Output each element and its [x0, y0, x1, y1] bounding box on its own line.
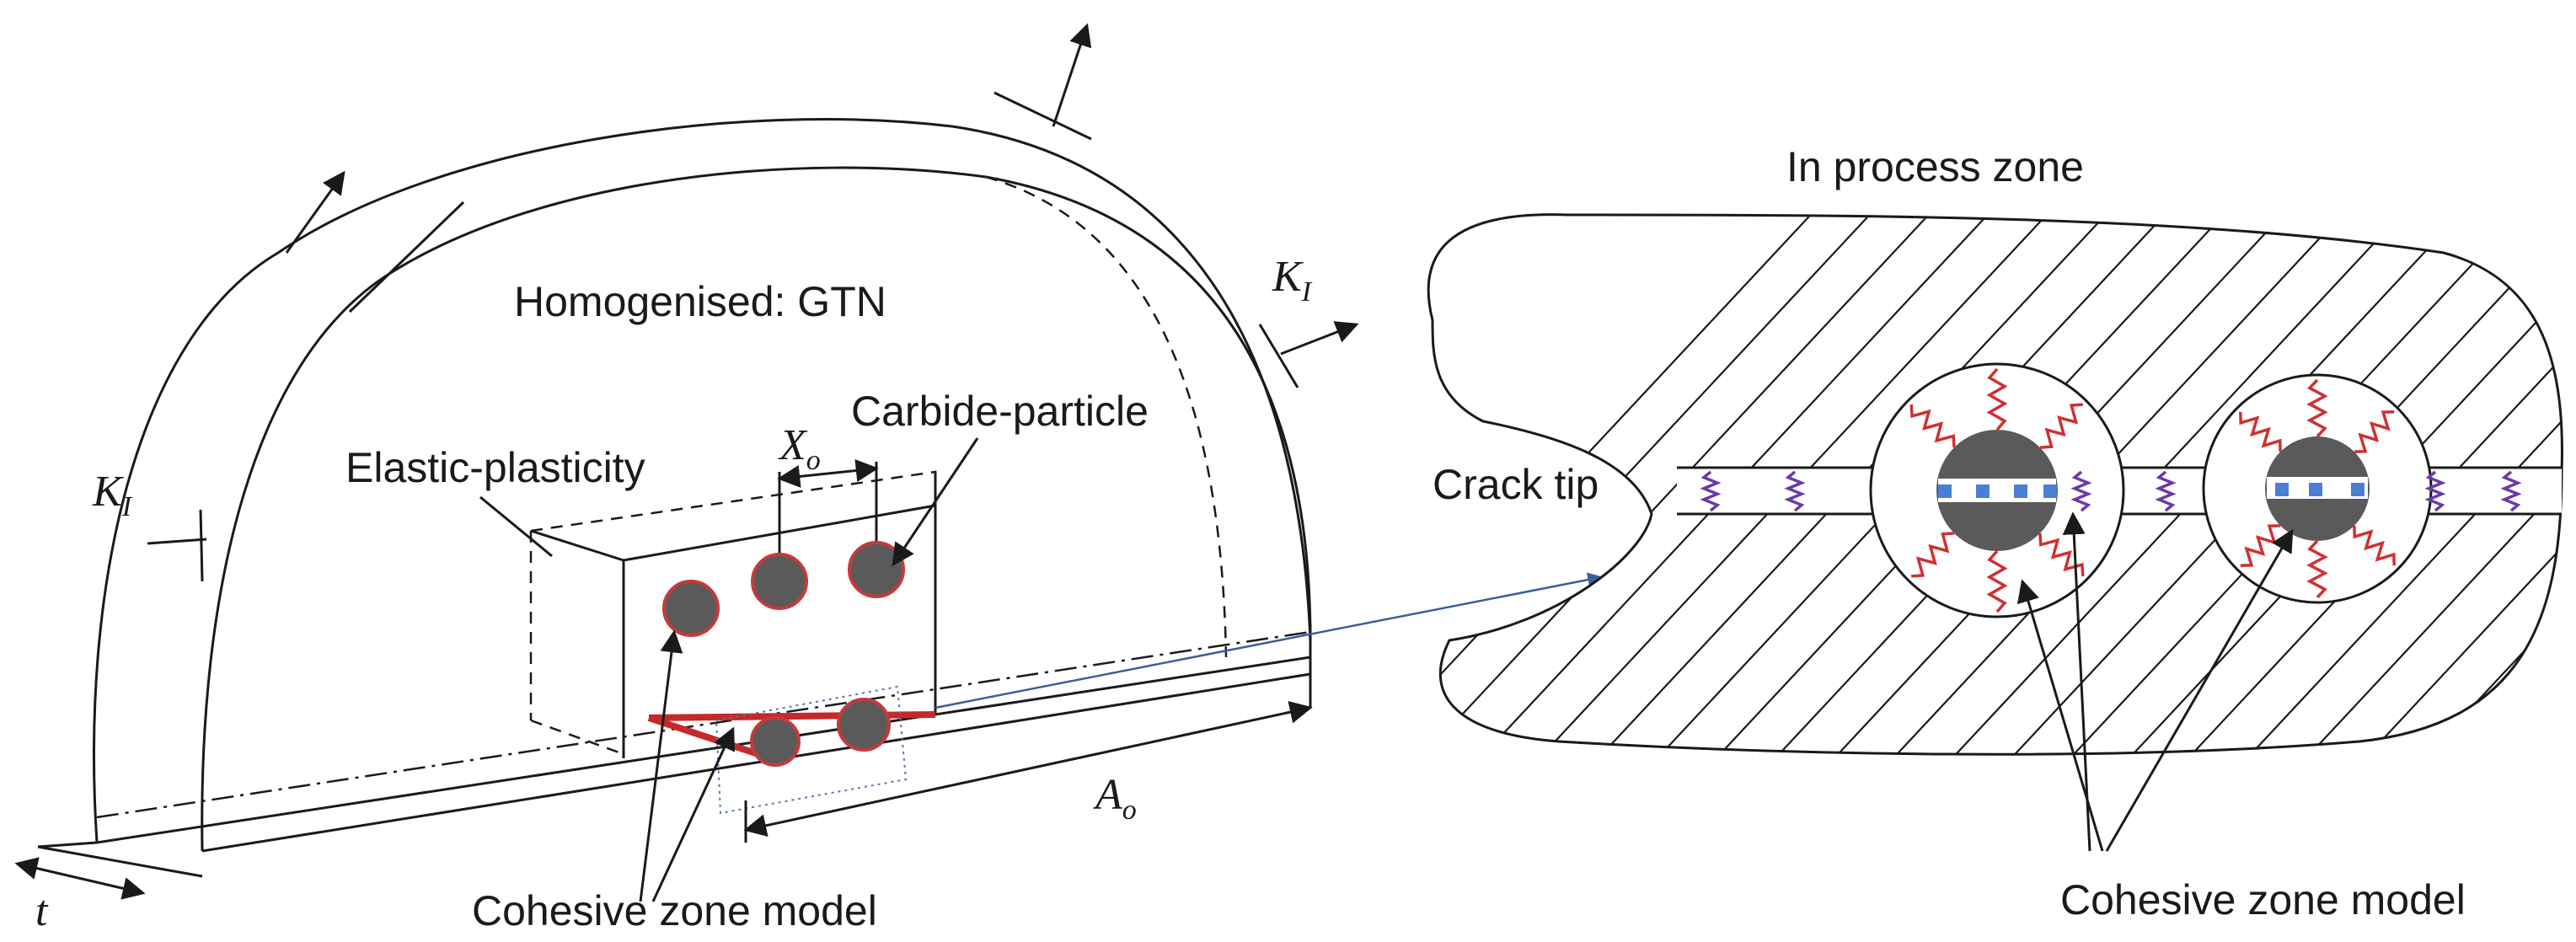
cohesive-spring-particle	[2354, 410, 2395, 453]
matrix-springs-purple	[1700, 470, 2522, 512]
cohesive-interface-red-2	[647, 715, 760, 757]
cohesive-spring-particle	[2239, 411, 2282, 452]
xo-dimension-arrow	[777, 459, 879, 488]
particle-gap-1	[1938, 479, 2056, 502]
cohesive-spring-particle	[2038, 533, 2085, 576]
load-arrow-right	[1280, 321, 1359, 356]
zoom-connector-arrow	[935, 572, 1603, 709]
rve-block	[479, 437, 1313, 902]
crack-plane-dashdot	[96, 630, 1311, 819]
inner-arch	[201, 166, 1312, 852]
cohesive-spring-matrix	[1700, 470, 1722, 512]
label-in-process-zone: In process zone	[1786, 143, 2084, 190]
label-elastic: Elastic-plasticity	[345, 444, 645, 491]
symbol-ao: Ao	[1093, 771, 1137, 826]
load-tangent-right	[1258, 324, 1299, 388]
carbide-particle-4	[750, 716, 801, 767]
cohesive-interface-red	[648, 711, 936, 721]
symbol-k-left: KI	[92, 468, 133, 522]
czm-right-leader-3	[2105, 528, 2294, 852]
symbol-k-right: KI	[1272, 253, 1313, 308]
czm-leader-1	[639, 629, 683, 902]
czm-leader-2	[651, 726, 736, 902]
interface-blue-dots	[1938, 483, 2364, 498]
hatch-line	[2561, 214, 2563, 755]
interface-element	[2043, 484, 2057, 498]
load-tangent-left	[348, 201, 465, 313]
ki-left-tick	[147, 538, 207, 545]
symbol-t: t	[35, 887, 49, 935]
base-front-edge	[96, 656, 1311, 844]
specimen-dome	[14, 23, 1359, 900]
interface-element	[2309, 483, 2322, 496]
label-cohesive-left: Cohesive zone model	[472, 887, 877, 934]
interface-element	[1976, 484, 1990, 498]
hatch-line	[2384, 214, 2563, 755]
interface-element	[2275, 483, 2289, 496]
cohesive-spring-matrix	[2155, 470, 2177, 512]
symbol-xo: Xo	[778, 421, 821, 476]
carbide-particle-5	[837, 698, 891, 752]
ki-left-bar	[199, 509, 204, 582]
cohesive-spring-particle	[1909, 404, 1956, 448]
load-tangent-top	[993, 91, 1092, 141]
cohesive-spring-particle	[2306, 539, 2328, 599]
process-zone-outline	[1427, 213, 2563, 756]
base-inner-edge	[201, 672, 1311, 853]
outer-arch	[93, 118, 1312, 843]
hatch-line	[2325, 214, 2563, 755]
cohesive-spring-particle	[1986, 549, 2008, 613]
carbide-leader	[892, 437, 979, 567]
label-carbide: Carbide-particle	[851, 388, 1149, 435]
elastic-leader	[479, 495, 553, 558]
interface-element	[1938, 484, 1952, 498]
cohesive-spring-matrix	[2070, 470, 2092, 512]
label-cohesive-right: Cohesive zone model	[2060, 876, 2466, 923]
process-zone	[1427, 213, 2563, 852]
label-homogenised: Homogenised: GTN	[514, 278, 886, 325]
load-arrow-left	[285, 170, 345, 254]
cohesive-spring-particle	[1911, 532, 1955, 578]
interface-element	[2351, 483, 2364, 496]
carbide-particle-3	[848, 541, 905, 598]
cohesive-spring-particle	[2039, 403, 2083, 449]
czm-right-leader-2	[2016, 579, 2104, 852]
thickness-edge	[37, 845, 203, 878]
cohesive-spring-matrix	[2500, 470, 2522, 512]
cohesive-spring-matrix	[1784, 470, 1806, 512]
label-crack-tip: Crack tip	[1433, 461, 1599, 508]
cohesive-spring-particle	[2353, 525, 2396, 566]
carbide-particle-1	[662, 580, 720, 637]
thickness-edge-top	[37, 841, 98, 848]
cohesive-spring-particle	[2240, 524, 2281, 567]
thickness-dimension-arrow	[14, 857, 146, 900]
carbide-particle-2	[751, 553, 808, 610]
cohesive-spring-particle	[1986, 367, 2008, 431]
cohesive-spring-matrix	[2424, 470, 2446, 512]
load-arrow-top	[1052, 23, 1092, 127]
ao-dimension-arrow	[743, 700, 1313, 838]
block-bottom-dashed	[530, 719, 624, 756]
cohesive-spring-particle	[2306, 378, 2328, 438]
particle-springs-red	[1909, 367, 2396, 613]
interface-element	[2014, 484, 2027, 498]
